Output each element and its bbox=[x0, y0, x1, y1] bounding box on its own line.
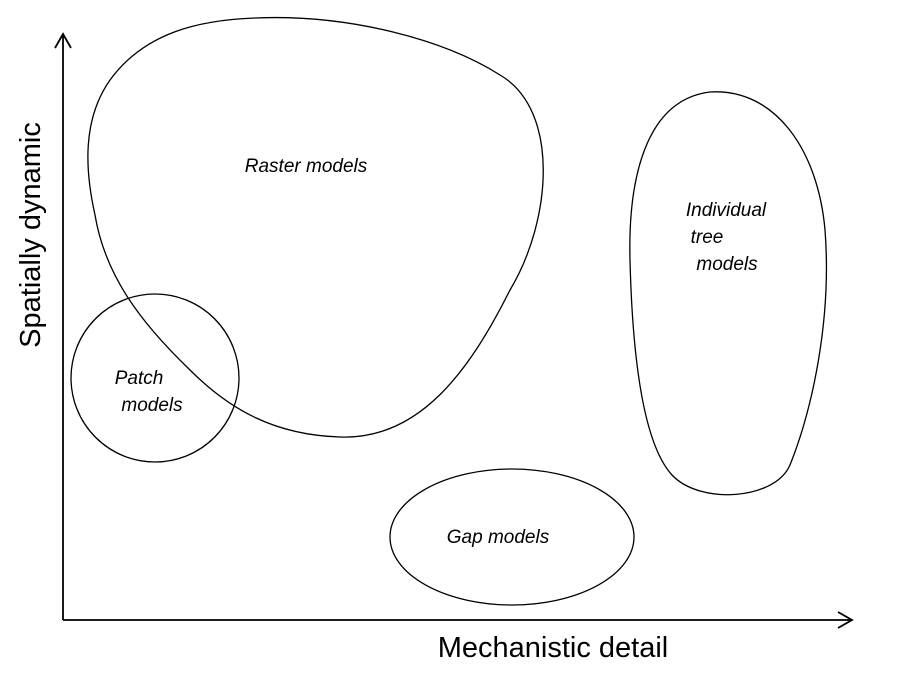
individual-tree-models-region bbox=[629, 91, 828, 496]
y-axis-label: Spatially dynamic bbox=[15, 122, 47, 348]
patch-models-label-line1: Patch bbox=[115, 368, 164, 389]
patch-models-label-line2: models bbox=[121, 395, 183, 416]
axes bbox=[54, 32, 854, 629]
raster-models-region bbox=[87, 16, 544, 438]
individual-tree-models-label-line2: tree bbox=[691, 227, 724, 248]
patch-models-region bbox=[70, 293, 240, 463]
individual-tree-models-label-line1: Individual bbox=[686, 200, 767, 221]
x-axis-arrowhead bbox=[837, 611, 854, 629]
raster-models-label: Raster models bbox=[245, 156, 368, 177]
individual-tree-models-label-line3: models bbox=[696, 254, 758, 275]
x-axis-label: Mechanistic detail bbox=[438, 632, 669, 664]
y-axis-arrowhead bbox=[54, 32, 72, 49]
gap-models-region bbox=[389, 468, 635, 606]
gap-models-label: Gap models bbox=[447, 527, 550, 548]
